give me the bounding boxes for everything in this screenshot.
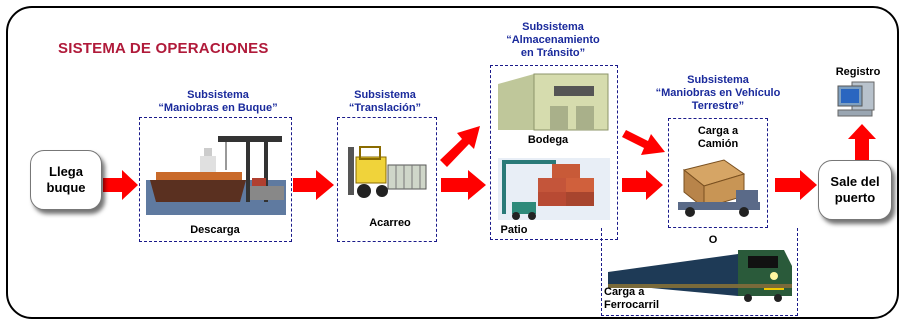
arrow-buque-to-traslacion (293, 170, 334, 200)
activity-carga-camion: Carga a Camión (697, 125, 739, 150)
subsystem-vehiculo-line1: Subsistema (687, 74, 749, 86)
diagram-frame (6, 6, 899, 319)
subsystem-traslacion-box (337, 117, 437, 242)
subsystem-traslacion-line2: “Translación” (348, 102, 422, 114)
subsystem-almacen-line3: en Tránsito” (520, 47, 586, 59)
subsystem-buque-heading: Subsistema “Maniobras en Buque” (138, 89, 298, 115)
subsystem-traslacion-heading: Subsistema “Translación” (335, 89, 435, 115)
activity-carga-ferrocarril: Carga a Ferrocarril (604, 286, 660, 311)
subsystem-vehiculo-heading: Subsistema “Maniobras en Vehículo Terres… (648, 74, 788, 113)
activity-patio: Patio (500, 224, 528, 236)
activity-descarga: Descarga (190, 224, 240, 236)
arrow-patio-to-camion (622, 170, 663, 200)
subsystem-vehiculo-box (668, 118, 768, 228)
registro-label: Registro (835, 66, 881, 78)
arrow-start-to-buque (103, 170, 138, 200)
activity-bodega: Bodega (527, 134, 569, 146)
subsystem-buque-box (139, 117, 292, 242)
subsystem-almacen-line2: “Almacenamiento (506, 34, 600, 46)
arrow-traslacion-to-patio (441, 170, 486, 200)
truck-box-icon (678, 159, 760, 217)
subsystem-traslacion-line1: Subsistema (354, 89, 416, 101)
activity-acarreo: Acarreo (369, 217, 411, 229)
warehouse-icon (498, 73, 609, 131)
subsystem-buque-line2: “Maniobras en Buque” (158, 102, 278, 114)
ship-crane-icon (146, 136, 286, 215)
subsystem-almacen-line1: Subsistema (522, 21, 584, 33)
arrow-traslacion-to-bodega (440, 126, 480, 167)
subsystem-almacen-box (490, 65, 618, 240)
arrow-bodega-to-camion (622, 130, 665, 155)
separator-o: O (708, 234, 718, 246)
train-icon (608, 250, 792, 302)
arrow-camion-to-end (775, 170, 817, 200)
arrow-end-to-registro (848, 124, 876, 160)
end-node: Sale del puerto (818, 160, 892, 220)
container-yard-icon (498, 158, 610, 220)
subsystem-vehiculo-line3: Terrestre” (691, 100, 745, 112)
diagram-title: SISTEMA DE OPERACIONES (58, 40, 269, 57)
subsystem-vehiculo-box-lower (601, 228, 798, 316)
subsystem-vehiculo-line2: “Maniobras en Vehículo (655, 87, 781, 99)
subsystem-buque-line1: Subsistema (187, 89, 249, 101)
subsystem-almacen-heading: Subsistema “Almacenamiento en Tránsito” (488, 21, 618, 60)
forklift-icon (348, 146, 427, 198)
start-node: Llega buque (30, 150, 102, 210)
computer-icon (837, 81, 875, 117)
